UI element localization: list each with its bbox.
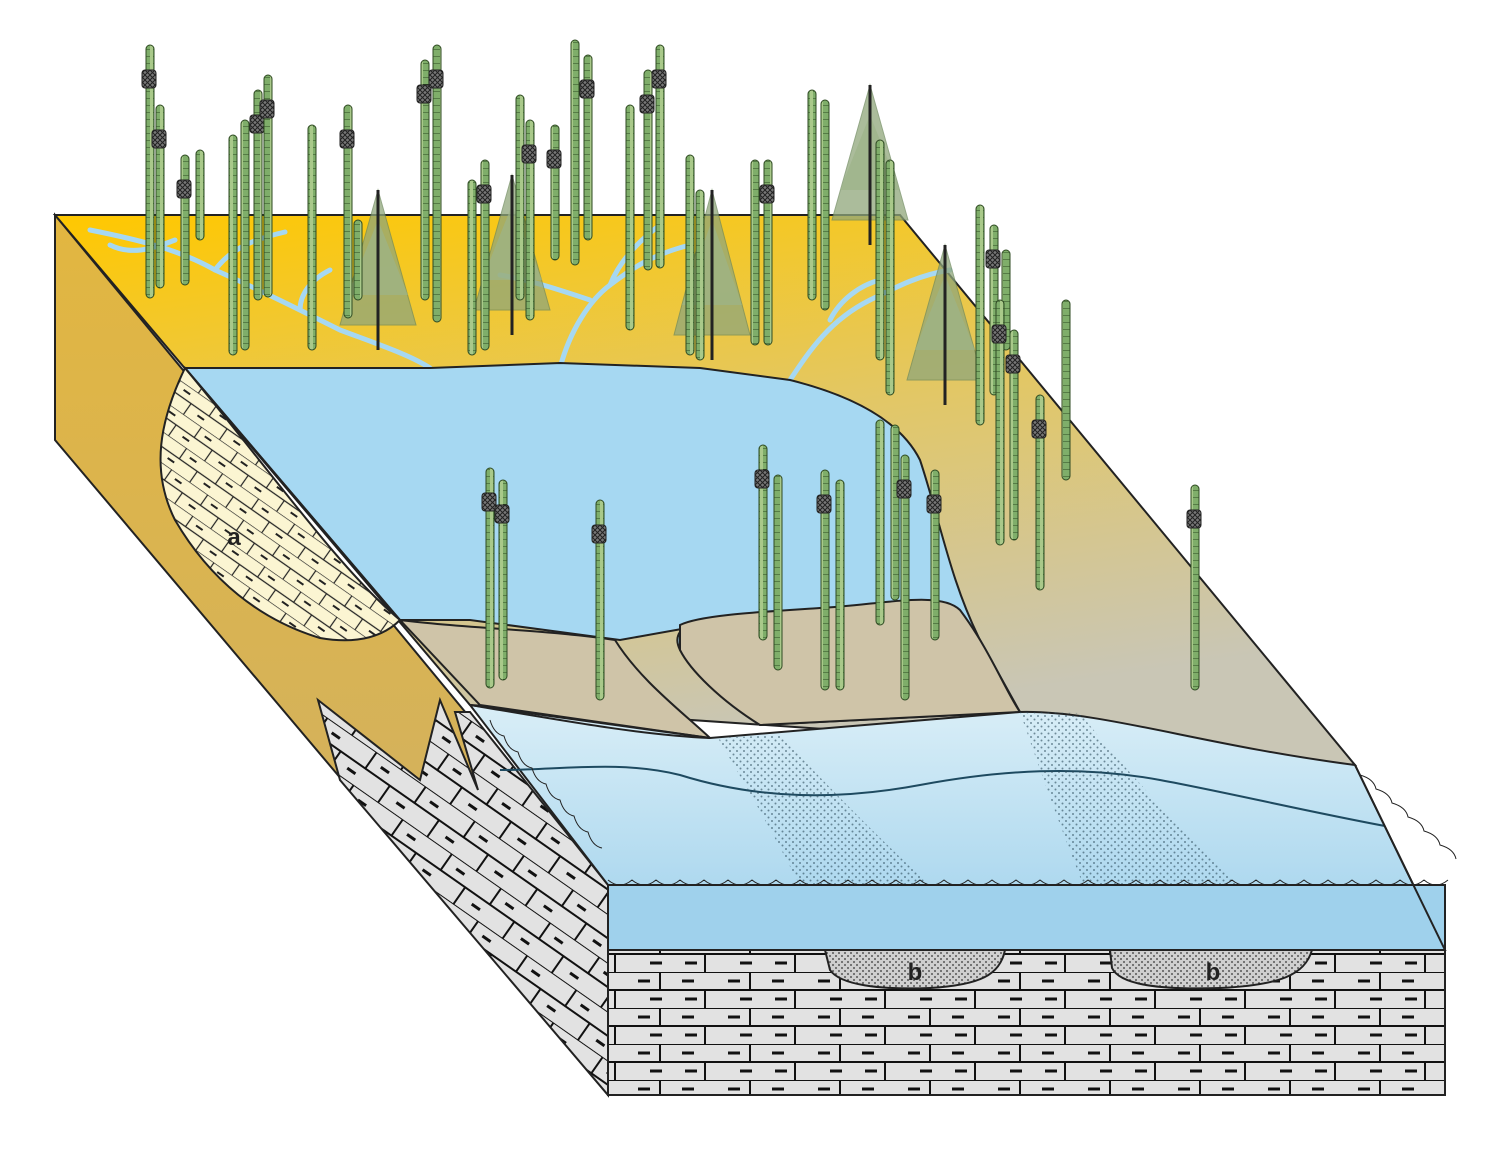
horsetail-plant [625,104,635,331]
horsetail-plant [195,149,205,241]
horsetail-plant [481,467,497,689]
horsetail-plant [591,499,607,701]
horsetail-plant [1005,329,1021,541]
horsetail-plant [816,469,832,691]
shoal-left [397,618,714,740]
horsetail-plant [820,99,830,311]
horsetail-plant [875,139,885,361]
front-limestone-face [607,949,1446,1096]
horsetail-plant [639,69,655,271]
bathymetry-line-2 [469,704,711,739]
horsetail-plant [151,104,167,289]
horsetail-plant [975,204,985,426]
horsetail-plant [339,104,355,319]
horsetail-plant [249,89,265,301]
horsetail-plant [579,54,595,241]
vegetation [141,39,1202,701]
block-right-edge [1354,764,1446,951]
horsetail-plant [875,419,885,626]
horsetail-plant [750,159,760,346]
sand-lens-left [823,949,1007,990]
horsetail-plant [259,74,275,298]
horsetail-plant [428,44,444,323]
sand-lens-right [1108,949,1314,990]
label-a: a [227,524,241,551]
horsetail-plant [926,469,942,641]
horsetail-plant [546,124,562,261]
lagoon-edge-line [184,367,401,621]
horsetail-plant [1061,299,1071,481]
horsetail-plant [890,424,900,601]
horsetail-plant [494,479,510,681]
horsetail-plant [570,39,580,266]
label-b-left: b [908,959,923,986]
horsetail-plant [521,119,537,321]
horsetail-plant [896,454,912,701]
horsetail-plant [515,94,525,301]
horsetail-plant [416,59,432,301]
horsetail-plant [307,124,317,351]
horsetail-plant [695,189,705,361]
horsetail-plant [467,179,477,356]
horsetail-plant [176,154,192,286]
horsetail-plant [1031,394,1047,591]
bathymetry-line-1 [499,765,1386,827]
horsetail-plant [685,154,695,356]
horsetail-plant [228,134,238,356]
horsetail-plant [240,119,250,351]
lens-a [159,366,402,642]
horsetail-plant [651,44,667,269]
label-b-right: b [1206,959,1221,986]
horsetail-plant [1186,484,1202,691]
horsetail-plant [141,44,157,299]
horsetail-plant [991,299,1007,546]
wave-line-right [1359,774,1457,860]
horsetail-plant [807,89,817,301]
horsetail-plant [885,159,895,396]
horsetail-plant [476,159,492,351]
wave-line-left [489,719,603,849]
horsetail-plant [353,219,363,301]
horsetail-plant [773,474,783,671]
horsetail-plant [835,479,845,691]
limestone-side-wedge [316,696,609,1098]
horsetail-plant [759,159,775,346]
conifer-tree [906,243,984,405]
horsetail-plant [754,444,770,641]
front-water-face [607,884,1446,951]
